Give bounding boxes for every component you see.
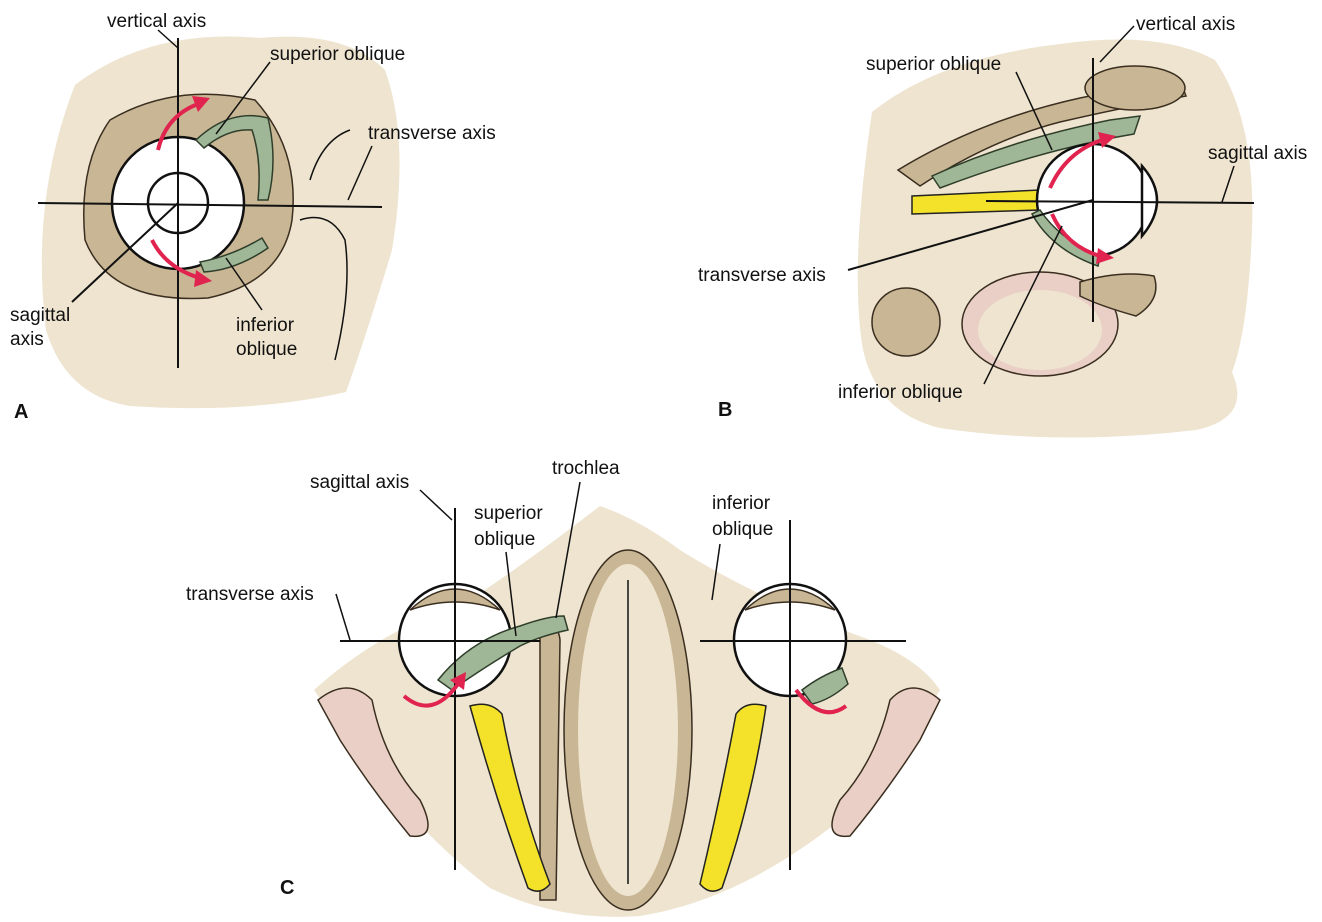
panel-b-label-vertical-axis: vertical axis <box>1136 14 1235 35</box>
panel-c-label-inferior-oblique-line1: inferior <box>712 493 771 514</box>
panel-c-label-superior-oblique-line1: superior <box>474 503 543 524</box>
panel-c-label-sagittal-axis: sagittal axis <box>310 472 409 493</box>
panel-a-label-sagittal-axis-line2: axis <box>10 329 44 350</box>
panel-c: sagittal axis trochlea superior oblique … <box>186 458 940 917</box>
panel-c-label-superior-oblique-line2: oblique <box>474 529 535 550</box>
panel-a-label-vertical-axis: vertical axis <box>107 11 206 32</box>
panel-c-trochlear-channel <box>540 627 560 900</box>
panel-a: vertical axis superior oblique transvers… <box>10 11 496 423</box>
panel-b-label-superior-oblique: superior oblique <box>866 54 1001 75</box>
panel-a-label-inferior-oblique-line1: inferior <box>236 315 295 336</box>
panel-a-label-sagittal-axis-line1: sagittal <box>10 305 70 326</box>
panel-c-label-trochlea: trochlea <box>552 458 620 479</box>
panel-b-label-inferior-oblique: inferior oblique <box>838 382 963 403</box>
panel-c-label-transverse-axis: transverse axis <box>186 584 314 605</box>
panel-c-leader-sagittal-axis <box>420 490 452 520</box>
panel-c-letter: C <box>280 877 294 899</box>
panel-a-label-inferior-oblique-line2: oblique <box>236 339 297 360</box>
panel-a-label-transverse-axis: transverse axis <box>368 123 496 144</box>
panel-b-label-transverse-axis: transverse axis <box>698 265 826 286</box>
panel-b-letter: B <box>718 399 732 421</box>
panel-b-sinus-upper <box>1085 66 1185 110</box>
panel-b: vertical axis superior oblique sagittal … <box>698 14 1307 438</box>
panel-b-sphenoid-bone <box>872 288 940 356</box>
panel-b-label-sagittal-axis: sagittal axis <box>1208 143 1307 164</box>
panel-c-leader-transverse-axis <box>336 594 350 640</box>
panel-a-letter: A <box>14 401 28 423</box>
panel-c-label-inferior-oblique-line2: oblique <box>712 519 773 540</box>
panel-a-label-superior-oblique: superior oblique <box>270 44 405 65</box>
